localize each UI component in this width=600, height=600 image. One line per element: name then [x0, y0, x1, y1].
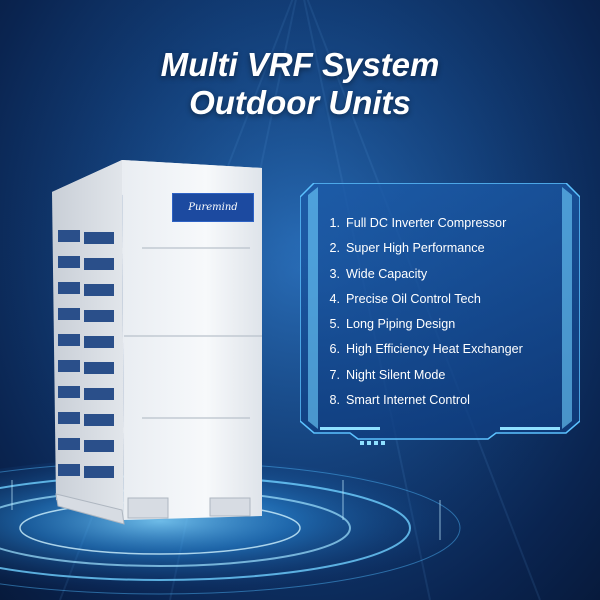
brand-logo: Puremind	[172, 193, 254, 222]
feature-text: Super High Performance	[346, 241, 485, 256]
list-item: 6.High Efficiency Heat Exchanger	[329, 342, 523, 357]
list-item: 4.Precise Oil Control Tech	[329, 291, 481, 306]
feature-text: High Efficiency Heat Exchanger	[346, 342, 523, 357]
feature-text: Night Silent Mode	[346, 367, 446, 382]
feature-text: Wide Capacity	[346, 266, 428, 281]
list-item: 7.Night Silent Mode	[329, 367, 446, 382]
feature-text: Full DC Inverter Compressor	[346, 216, 507, 230]
list-item: 2.Super High Performance	[329, 241, 485, 256]
feature-text: Precise Oil Control Tech	[346, 291, 481, 306]
list-item: 5.Long Piping Design	[329, 317, 456, 332]
title-line-1: Multi VRF System	[160, 46, 440, 83]
feature-panel-frame	[300, 183, 580, 445]
feature-text: Long Piping Design	[346, 317, 456, 332]
list-item: 1.Full DC Inverter Compressor	[329, 216, 507, 230]
page-title: Multi VRF System Outdoor Units	[0, 46, 600, 122]
title-line-2: Outdoor Units	[189, 84, 411, 121]
list-item: 8.Smart Internet Control	[329, 393, 470, 408]
feature-list: 1.Full DC Inverter Compressor 2.Super Hi…	[318, 211, 578, 413]
list-item: 3.Wide Capacity	[329, 266, 428, 281]
feature-text: Smart Internet Control	[346, 393, 470, 408]
